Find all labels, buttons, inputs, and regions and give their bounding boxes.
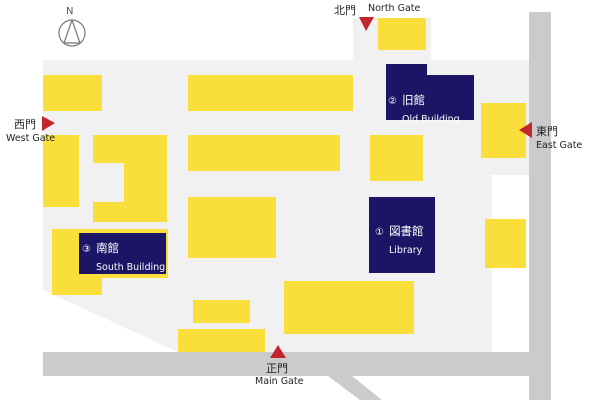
building[interactable] bbox=[378, 18, 426, 50]
south-building-jp: 南館 bbox=[96, 241, 120, 255]
library-jp: 図書館 bbox=[389, 224, 424, 238]
building[interactable] bbox=[188, 197, 276, 258]
east-gate-marker-icon[interactable] bbox=[519, 122, 532, 138]
main-gate-en: Main Gate bbox=[255, 376, 304, 387]
east-gate-en: East Gate bbox=[536, 140, 583, 151]
building[interactable] bbox=[43, 135, 79, 207]
old-building-label: ② 旧館 Old Building bbox=[388, 90, 460, 127]
building[interactable] bbox=[284, 281, 414, 334]
east-gate-jp: 東門 bbox=[536, 125, 558, 138]
library-number: ① bbox=[375, 227, 384, 238]
building[interactable] bbox=[188, 135, 340, 171]
main-gate-marker-icon[interactable] bbox=[270, 345, 286, 358]
building[interactable] bbox=[485, 219, 526, 268]
south-building-en: South Building bbox=[96, 262, 166, 274]
north-gate-marker-icon[interactable] bbox=[359, 17, 374, 31]
old-building-number: ② bbox=[388, 96, 397, 107]
building[interactable] bbox=[178, 329, 265, 352]
north-compass-icon bbox=[58, 19, 86, 47]
south-building-shape[interactable] bbox=[79, 233, 166, 274]
library-shape[interactable] bbox=[369, 197, 435, 273]
east-road bbox=[529, 12, 551, 400]
building[interactable] bbox=[93, 135, 167, 222]
south-building-number: ③ bbox=[82, 244, 91, 255]
old-building-shape[interactable] bbox=[386, 64, 474, 120]
west-gate-en: West Gate bbox=[6, 133, 56, 144]
building[interactable] bbox=[370, 135, 423, 181]
west-gate-jp: 西門 bbox=[14, 118, 36, 131]
compass-label: N bbox=[66, 6, 74, 17]
buildings bbox=[43, 18, 526, 352]
building[interactable] bbox=[188, 75, 353, 111]
building[interactable] bbox=[193, 300, 250, 323]
library-label: ① 図書館 Library bbox=[375, 221, 424, 258]
old-building-en: Old Building bbox=[402, 114, 460, 126]
main-gate-jp: 正門 bbox=[266, 362, 288, 375]
diagonal-road bbox=[328, 376, 382, 400]
south-building-label: ③ 南館 South Building bbox=[82, 238, 165, 275]
building[interactable] bbox=[43, 75, 102, 111]
library-en: Library bbox=[389, 245, 423, 257]
north-gate-en: North Gate bbox=[368, 3, 421, 14]
west-gate-marker-icon[interactable] bbox=[42, 116, 55, 131]
old-building-jp: 旧館 bbox=[402, 93, 426, 107]
building[interactable] bbox=[481, 103, 526, 158]
north-gate-jp: 北門 bbox=[334, 4, 356, 17]
south-road bbox=[43, 352, 529, 376]
